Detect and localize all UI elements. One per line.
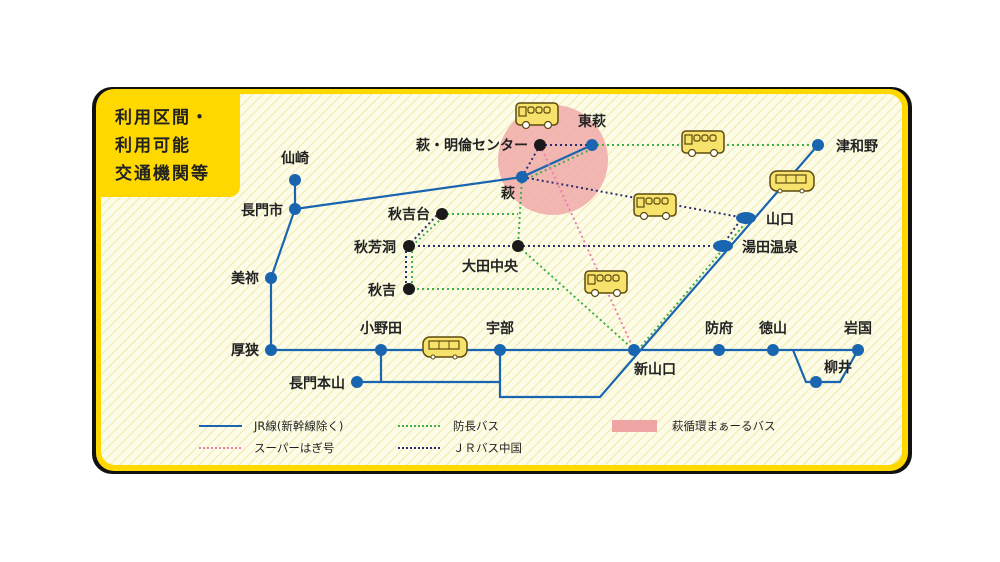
station-shinyamaguchi[interactable]	[628, 344, 640, 356]
label-meirin: 萩・明倫センター	[415, 137, 528, 154]
label-tsuwano: 津和野	[836, 138, 878, 155]
station-senzaki[interactable]	[289, 174, 301, 186]
legend-superhagi: スーパーはぎ号	[254, 441, 334, 455]
stop-meirin[interactable]	[534, 139, 546, 151]
stop-akiyoshido[interactable]	[403, 240, 415, 252]
label-senzaki: 仙崎	[281, 150, 309, 167]
stations	[265, 139, 864, 388]
label-akiyoshidai: 秋吉台	[388, 206, 430, 223]
station-nagatoshi[interactable]	[289, 203, 301, 215]
station-asa[interactable]	[265, 344, 277, 356]
stop-akiyoshi[interactable]	[403, 283, 415, 295]
label-yudaonsen: 湯田温泉	[742, 239, 799, 256]
station-higashihagi[interactable]	[586, 139, 598, 151]
station-ube[interactable]	[494, 344, 506, 356]
label-asa: 厚狭	[231, 342, 260, 359]
title-line-1: 利用区間・	[115, 107, 210, 128]
title-line-3: 交通機関等	[115, 163, 210, 184]
label-ube: 宇部	[486, 320, 514, 337]
label-onoda: 小野田	[360, 321, 402, 337]
stop-akiyoshidai[interactable]	[436, 208, 448, 220]
station-mine[interactable]	[265, 272, 277, 284]
legend: JR線(新幹線除く) スーパーはぎ号 防長バス ＪＲバス中国 萩循環まぁーるバス	[199, 419, 776, 455]
bus-icon	[681, 130, 725, 158]
station-nagatomotoyama[interactable]	[351, 376, 363, 388]
station-hagi[interactable]	[516, 171, 528, 183]
hagi-loop-bus-area	[498, 105, 608, 215]
title-box	[101, 94, 240, 197]
label-mine: 美祢	[231, 270, 259, 287]
label-iwakuni: 岩国	[843, 320, 872, 337]
bus-icon	[633, 193, 677, 221]
map-background	[101, 94, 902, 465]
legend-marl: 萩循環まぁーるバス	[672, 419, 776, 433]
stop-otachuo[interactable]	[512, 240, 524, 252]
station-labels: 仙崎 長門市 美祢 厚狭 小野田 長門本山 宇部 新山口 防府 徳山 岩国 柳井…	[231, 113, 878, 392]
bus-icon	[584, 270, 628, 298]
legend-marl-swatch	[612, 420, 657, 432]
label-nagatoshi: 長門市	[241, 202, 283, 219]
label-yamaguchi: 山口	[766, 212, 794, 228]
label-shinyamaguchi: 新山口	[634, 361, 676, 378]
legend-jrbus: ＪＲバス中国	[453, 441, 522, 455]
station-yudaonsen[interactable]	[713, 240, 733, 252]
station-tsuwano[interactable]	[812, 139, 824, 151]
label-hofu: 防府	[705, 320, 733, 337]
label-tokuyama: 徳山	[758, 320, 787, 337]
label-akiyoshido: 秋芳洞	[354, 239, 396, 256]
station-yanai[interactable]	[810, 376, 822, 388]
label-yanai: 柳井	[824, 359, 852, 376]
label-higashihagi: 東萩	[578, 113, 606, 130]
train-icon	[422, 336, 468, 360]
station-onoda[interactable]	[375, 344, 387, 356]
station-iwakuni[interactable]	[852, 344, 864, 356]
station-hofu[interactable]	[713, 344, 725, 356]
title-line-2: 利用可能	[115, 135, 191, 156]
station-yamaguchi[interactable]	[736, 212, 756, 224]
legend-jr: JR線(新幹線除く)	[253, 419, 343, 433]
bus-icon	[515, 102, 559, 130]
label-nagatomotoyama: 長門本山	[289, 375, 345, 392]
legend-bocho: 防長バス	[453, 419, 499, 433]
label-akiyoshi: 秋吉	[368, 282, 396, 299]
station-tokuyama[interactable]	[767, 344, 779, 356]
label-hagi: 萩	[500, 185, 515, 202]
train-icon	[769, 170, 815, 194]
label-otachuo: 大田中央	[462, 258, 519, 275]
